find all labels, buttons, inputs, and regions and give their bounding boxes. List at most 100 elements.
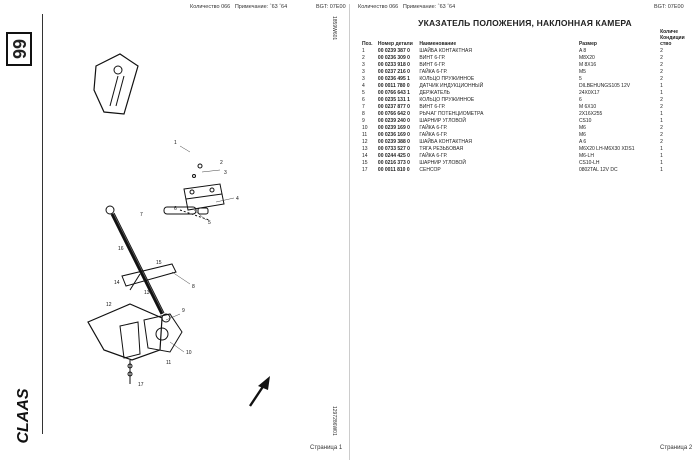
row-name: ТЯГА РЕЗЬБОВАЯ	[419, 146, 464, 153]
row-size: M 8X16	[578, 62, 597, 69]
row-name: ГАЙКА 6-ГР.	[419, 132, 448, 139]
document-title: УКАЗАТЕЛЬ ПОЛОЖЕНИЯ, НАКЛОННАЯ КАМЕРА	[418, 18, 632, 28]
row-pos: 6	[362, 97, 365, 104]
row-qty: 1	[660, 167, 663, 174]
left-header-code: BGT: 07E00	[316, 4, 346, 10]
row-pos: 14	[362, 153, 368, 160]
svg-text:12: 12	[106, 302, 112, 308]
right-header-qty: Количество 066	[358, 4, 399, 10]
row-pos: 9	[362, 118, 365, 125]
row-size: 24X0X17	[578, 90, 600, 97]
svg-text:6: 6	[174, 206, 177, 212]
row-part: 00 0239 387 0	[377, 48, 410, 55]
row-qty: 1	[660, 111, 663, 118]
detail-bracket	[93, 53, 139, 115]
row-part: 00 0237 216 0	[377, 69, 410, 76]
row-part: 00 0239 169 0	[377, 125, 410, 132]
svg-text:8: 8	[192, 284, 195, 290]
row-size: M6	[578, 132, 586, 139]
row-part: 00 0233 918 0	[377, 62, 410, 69]
svg-text:14: 14	[114, 280, 120, 286]
page-number-box: 66	[6, 32, 32, 66]
row-size: M5	[578, 69, 586, 76]
row-pos: 3	[362, 69, 365, 76]
svg-text:16: 16	[118, 246, 124, 252]
row-qty: 2	[660, 62, 663, 69]
row-size: 5	[578, 76, 582, 83]
row-part: 00 0235 131 1	[377, 97, 410, 104]
col-qty: Количе Кондиции ство	[660, 29, 685, 47]
row-qty: 1	[660, 153, 663, 160]
row-name: ШАЙБА КОНТАКТНАЯ	[419, 139, 472, 146]
row-name: ВИНТ 6-ГР.	[419, 104, 446, 111]
row-qty: 2	[660, 97, 663, 104]
row-name: ГАЙКА 6-ГР.	[419, 153, 448, 160]
row-name: ШАЙБА КОНТАКТНАЯ	[419, 48, 472, 55]
row-pos: 10	[362, 125, 368, 132]
row-part: 00 0236 309 0	[377, 55, 410, 62]
row-name: РЫЧАГ ПОТЕНЦИОМЕТРА	[419, 111, 484, 118]
svg-text:17: 17	[138, 382, 144, 388]
row-name: ШАРНИР УГЛОВОЙ	[419, 160, 467, 167]
row-size: CS10-LH	[578, 160, 600, 167]
col-name: Наименование	[419, 40, 457, 47]
row-qty: 1	[660, 83, 663, 90]
row-size: CS10	[578, 118, 592, 125]
row-name: ГАЙКА 6-ГР.	[419, 125, 448, 132]
row-size: M 6X10	[578, 104, 597, 111]
page-divider	[349, 4, 350, 460]
row-part: 00 0239 240 0	[377, 118, 410, 125]
claas-logo: CLAAS	[6, 386, 36, 444]
row-name: ДЕРЖАТЕЛЬ	[419, 90, 450, 97]
row-pos: 3	[362, 62, 365, 69]
svg-text:9: 9	[182, 308, 185, 314]
row-qty: 1	[660, 160, 663, 167]
row-pos: 8	[362, 111, 365, 118]
row-qty: 2	[660, 104, 663, 111]
row-part: 00 0239 388 0	[377, 139, 410, 146]
row-qty: 1	[660, 146, 663, 153]
row-part: 00 0766 643 1	[377, 90, 410, 97]
row-name: ВИНТ 6-ГР.	[419, 55, 446, 62]
row-qty: 2	[660, 48, 663, 55]
parts-table: Поз. Номер детали Наименование Размер Ко…	[362, 29, 692, 175]
left-page: Количество 066 Примечание: ˆ63 ˆ64 BGT: …	[6, 4, 346, 451]
svg-text:7: 7	[140, 212, 143, 218]
row-pos: 11	[362, 132, 368, 139]
row-pos: 17	[362, 167, 368, 174]
row-part: 00 0011 780 0	[377, 83, 410, 90]
svg-text:3: 3	[224, 170, 227, 176]
row-size: M6	[578, 125, 586, 132]
row-name: ШАРНИР УГЛОВОЙ	[419, 118, 467, 125]
row-part: 00 0237 877 0	[377, 104, 410, 111]
lower-bracket	[87, 303, 183, 384]
row-pos: 1	[362, 48, 365, 55]
row-pos: 4	[362, 83, 365, 90]
svg-text:2: 2	[220, 160, 223, 166]
svg-text:1: 1	[174, 140, 177, 146]
row-part: 00 0766 642 0	[377, 111, 410, 118]
svg-text:4: 4	[236, 196, 239, 202]
row-pos: 13	[362, 146, 368, 153]
callout-labels: 1 2 3 4 5 6 7 8 9 10 11 12 13 14 15 16 1…	[106, 140, 239, 388]
row-size: A 6	[578, 139, 587, 146]
row-pos: 2	[362, 55, 365, 62]
col-part-number: Номер детали	[377, 40, 413, 47]
svg-text:13: 13	[144, 290, 150, 296]
row-name: КОЛЬЦО ПРУЖИННОЕ	[419, 76, 475, 83]
row-size: 6	[578, 97, 582, 104]
row-part: 00 0236 495 1	[377, 76, 410, 83]
left-footer: Страница 1	[310, 445, 343, 451]
